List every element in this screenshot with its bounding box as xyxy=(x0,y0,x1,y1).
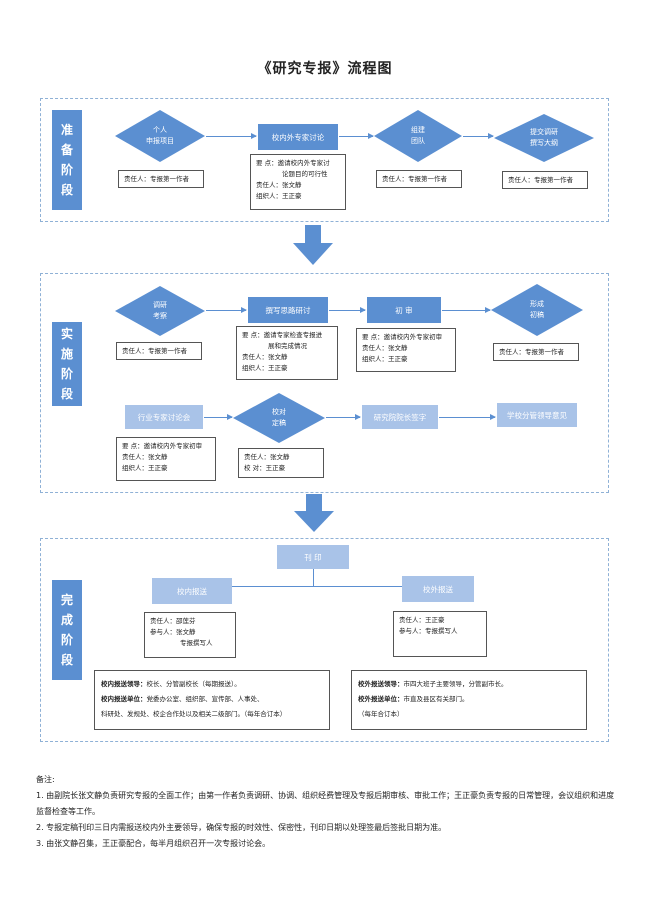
prepare-expert-info: 要 点：邀请校内外专家讨 论题目的可行性 责任人：张文静 组织人：王正豪 xyxy=(250,154,346,210)
external-distribution-box: 校外报送领导：市四大班子主要领导，分管副市长。 校外报送单位：市直及县区有关部门… xyxy=(351,670,587,730)
prepare-team-diamond[interactable]: 组建 团队 xyxy=(374,110,462,162)
implement-industry-info: 要 点：邀请校内外专家初审 责任人：张文静 组织人：王正豪 xyxy=(116,437,216,481)
implement-writing-discussion[interactable]: 撰写思路研讨 xyxy=(248,297,328,323)
implement-finalize-info: 责任人：张文静 校 对：王正豪 xyxy=(238,448,324,478)
implement-survey-resp: 责任人：专报第一作者 xyxy=(116,342,202,360)
implement-writing-info: 要 点：邀请专家检查专报进 展和完成情况 责任人：张文静 组织人：王正豪 xyxy=(236,326,338,380)
arrow xyxy=(206,133,257,139)
prepare-expert-discussion[interactable]: 校内外专家讨论 xyxy=(258,124,338,150)
implement-first-review[interactable]: 初 审 xyxy=(367,297,441,323)
connector xyxy=(313,569,314,587)
internal-distribution-box: 校内报送领导：校长、分管副校长（每期报送）。 校内报送单位：党委办公室、组织部、… xyxy=(94,670,330,730)
complete-external-send[interactable]: 校外报送 xyxy=(402,576,474,602)
arrow xyxy=(204,414,233,420)
page-title: 《研究专报》流程图 xyxy=(257,61,393,77)
prepare-outline-diamond[interactable]: 提交调研 撰写大纲 xyxy=(494,114,594,162)
down-arrow-2 xyxy=(294,494,334,534)
note-item-3: 3. 由张文静召集，王正豪配合，每半月组织召开一次专报讨论会。 xyxy=(36,839,271,848)
implement-phase-label: 实 施 阶 段 xyxy=(52,322,82,406)
down-arrow-1 xyxy=(293,225,333,267)
arrow xyxy=(326,414,361,420)
implement-finalize-diamond[interactable]: 校对 定稿 xyxy=(233,393,325,443)
arrow xyxy=(463,133,494,139)
prepare-phase-label: 准 备 阶 段 xyxy=(52,110,82,210)
prepare-team-resp: 责任人：专报第一作者 xyxy=(376,170,462,188)
connector xyxy=(192,586,439,587)
notes: 备注: 1. 由副院长张文静负责研究专报的全面工作；由第一作者负责调研、协调、组… xyxy=(36,772,616,852)
complete-phase-label: 完 成 阶 段 xyxy=(52,580,82,680)
prepare-apply-resp: 责任人：专报第一作者 xyxy=(118,170,204,188)
complete-print[interactable]: 刊 印 xyxy=(277,545,349,569)
note-item-1: 1. 由副院长张文静负责研究专报的全面工作；由第一作者负责调研、协调、组织经费管… xyxy=(36,791,615,816)
complete-internal-info: 责任人：邵莲芬 参与人：张文静 专报撰写人 xyxy=(144,612,236,658)
implement-industry-meeting[interactable]: 行业专家讨论会 xyxy=(125,405,203,429)
arrow xyxy=(206,307,247,313)
notes-heading: 备注: xyxy=(36,775,55,784)
implement-survey-diamond[interactable]: 调研 考察 xyxy=(115,286,205,336)
complete-internal-send[interactable]: 校内报送 xyxy=(152,578,232,604)
prepare-apply-diamond[interactable]: 个人 申报项目 xyxy=(115,110,205,162)
implement-review-info: 要 点：邀请校内外专家初审 责任人：张文静 组织人：王正豪 xyxy=(356,328,456,372)
prepare-outline-resp: 责任人：专报第一作者 xyxy=(502,171,588,189)
implement-leader-opinion[interactable]: 学校分管领导意见 xyxy=(497,403,577,427)
note-item-2: 2. 专报定稿刊印三日内需报送校内外主要领导，确保专报的时效性、保密性，刊印日期… xyxy=(36,823,447,832)
implement-dean-sign[interactable]: 研究院院长签字 xyxy=(362,405,438,429)
arrow xyxy=(439,414,496,420)
prepare-section xyxy=(40,98,609,222)
implement-draft-diamond[interactable]: 形成 初稿 xyxy=(491,284,583,336)
implement-draft-resp: 责任人：专报第一作者 xyxy=(493,343,579,361)
complete-section xyxy=(40,538,609,742)
arrow xyxy=(329,307,366,313)
implement-section xyxy=(40,273,609,493)
arrow xyxy=(442,307,491,313)
complete-external-info: 责任人：王正豪 参与人：专报撰写人 xyxy=(393,611,487,657)
arrow xyxy=(339,133,374,139)
